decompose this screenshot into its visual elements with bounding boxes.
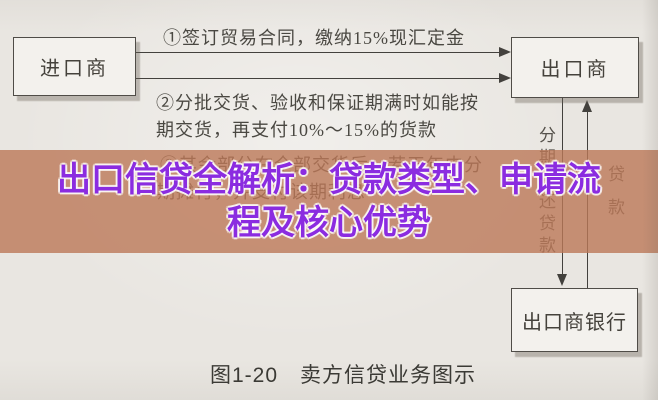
headline-line1: 出口信贷全解析：贷款类型、申请流 [57,160,601,199]
step2-text-line2: 期交货，再支付10%～15%的货款 [156,120,437,140]
contract-payment-arrow-line [136,52,500,53]
arrowhead-down-icon [557,274,567,286]
exporter-box: 出口商 [511,37,639,98]
importer-box: 进口商 [13,37,136,96]
step2-text-line1: ②分批交货、验收和保证期满时如能按 [156,93,479,113]
arrowhead-right-icon [499,73,511,83]
arrowhead-right-icon [499,47,511,57]
exporter-bank-box: 出口商银行 [511,288,638,352]
delivery-payment-arrow-line [136,78,500,79]
arrowhead-up-icon [582,100,592,112]
headline-line2: 程及核心优势 [227,203,431,242]
exporter-bank-label: 出口商银行 [522,311,627,334]
headline-overlay-band [0,150,658,253]
importer-label: 进口商 [40,58,109,80]
headline-overlay-title: 出口信贷全解析：贷款类型、申请流 程及核心优势 [0,150,658,253]
step1-text: ①签订贸易合同，缴纳15%现汇定金 [163,28,465,48]
figure-caption: 图1-20 卖方信贷业务图示 [209,364,477,387]
exporter-label: 出口商 [540,59,610,81]
